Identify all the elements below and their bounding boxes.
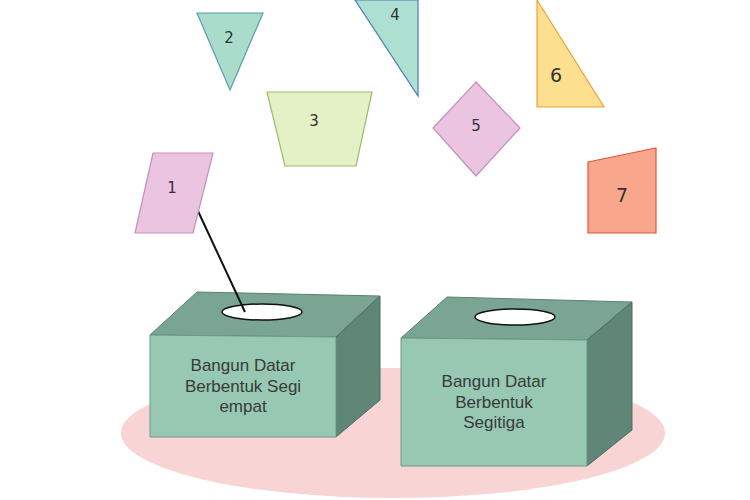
shape-outline — [537, 0, 604, 107]
shape-outline — [355, 0, 418, 96]
shape-number: 1 — [167, 179, 177, 197]
right-triangle-shape: 6 — [537, 0, 604, 107]
box-left — [150, 292, 380, 437]
box-label: Bangun Datar Berbentuk Segitiga — [427, 372, 562, 433]
shape-number: 2 — [224, 29, 234, 47]
shape-fill — [433, 82, 520, 176]
collection-box: Bangun Datar Berbentuk Segitiga — [401, 297, 632, 466]
shape-outline — [267, 92, 372, 166]
connector-line — [198, 211, 245, 312]
shape-fill — [267, 92, 372, 166]
shape-fill — [197, 13, 263, 90]
shape-fill — [135, 153, 213, 233]
shape-fill — [588, 148, 656, 233]
shape-outline — [197, 13, 263, 90]
trapezium-shape: 7 — [588, 148, 656, 233]
parallelogram-shape: 1 — [135, 153, 213, 233]
shape-number: 4 — [390, 6, 400, 24]
shape-number: 6 — [550, 64, 562, 87]
box-right — [401, 297, 632, 466]
leader-line — [198, 211, 245, 312]
rhombus-shape: 5 — [433, 82, 520, 176]
triangle-shape: 2 — [197, 13, 263, 90]
collection-box: Bangun Datar Berbentuk Segi empat — [150, 292, 380, 437]
box-label: Bangun Datar Berbentuk Segi empat — [168, 356, 318, 417]
triangle-shape: 4 — [355, 0, 418, 96]
shape-fill — [537, 0, 604, 107]
shape-number: 3 — [309, 112, 319, 130]
trapezoid-shape: 3 — [267, 92, 372, 166]
shape-fill — [355, 0, 418, 96]
shape-number: 7 — [616, 184, 628, 207]
shape-number: 5 — [471, 117, 481, 135]
